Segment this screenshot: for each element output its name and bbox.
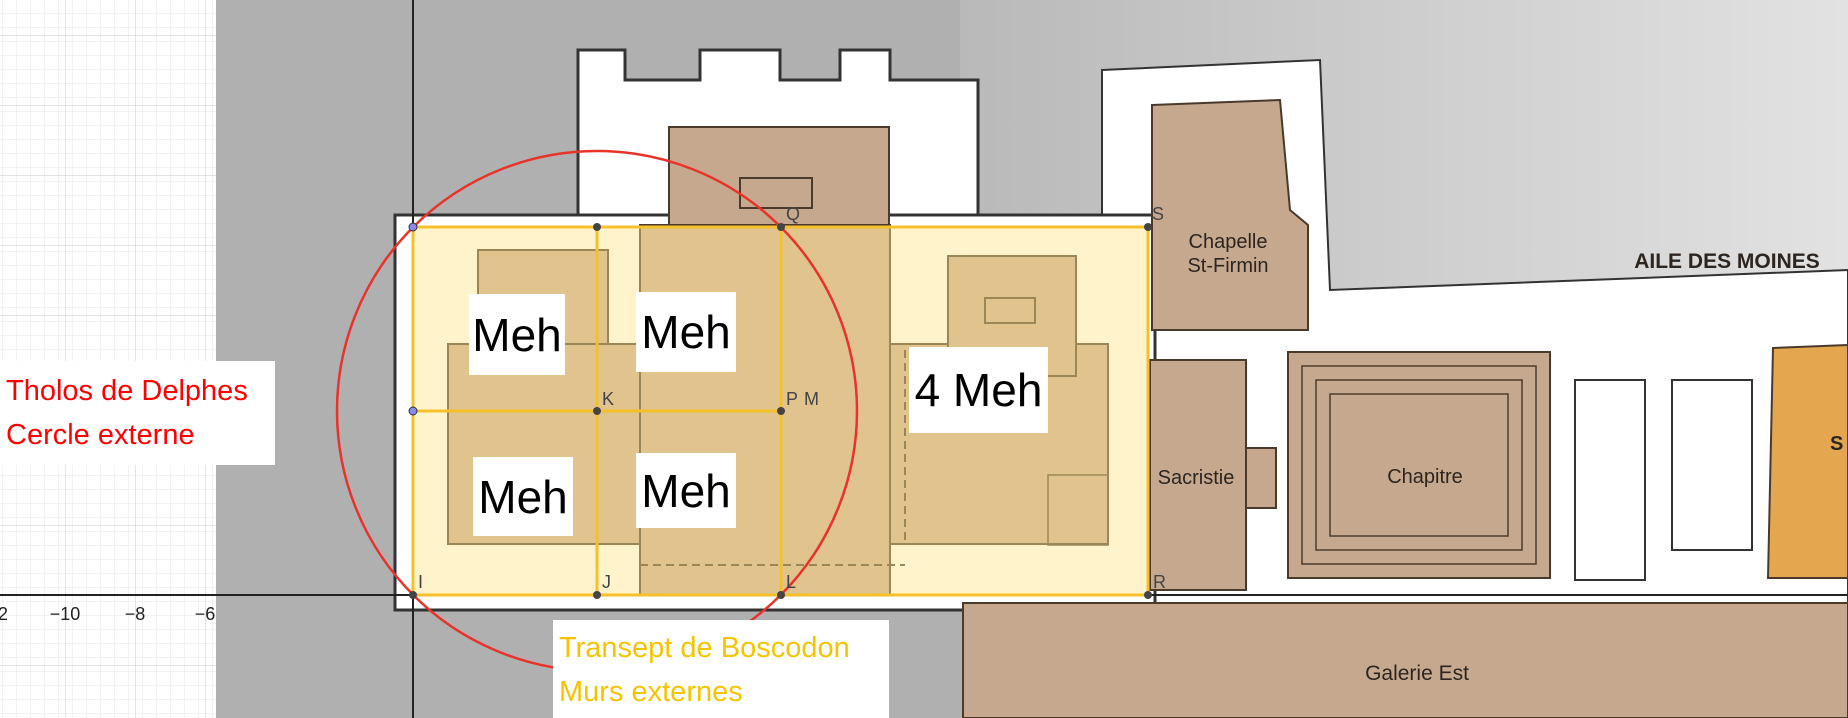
label-galerie-est: Galerie Est (1365, 662, 1469, 685)
floor-plan-image: Chapelle St-Firmin AILE DES MOINES Sacri… (216, 0, 1848, 718)
tholos-title: Tholos de Delphes (6, 375, 248, 407)
tick-label: −10 (50, 604, 81, 624)
grid-major (0, 0, 216, 718)
label-chapelle: Chapelle (1189, 231, 1268, 253)
point-k[interactable] (593, 407, 601, 415)
area-label: Meh (473, 457, 573, 536)
tick-label: −8 (125, 604, 146, 624)
point-label-k: K (602, 389, 614, 409)
point-s[interactable] (1144, 223, 1152, 231)
point[interactable] (593, 223, 601, 231)
point-label-q: Q (786, 204, 800, 224)
point-label-s: S (1152, 204, 1164, 224)
label-cut-s: S (1830, 433, 1843, 455)
area-label-4-meh: 4 Meh (909, 347, 1048, 433)
label-st-firmin: St-Firmin (1187, 255, 1268, 277)
point-l[interactable] (777, 591, 785, 599)
point-free[interactable] (408, 222, 418, 232)
area-label: Meh (469, 294, 565, 375)
point-label-i: I (418, 572, 423, 592)
point-i[interactable] (409, 591, 417, 599)
label-sacristie: Sacristie (1158, 467, 1235, 489)
label-chapitre: Chapitre (1387, 466, 1463, 488)
point-q[interactable] (777, 223, 785, 231)
point-r[interactable] (1144, 591, 1152, 599)
tholos-caption: Tholos de Delphes Cercle externe (0, 361, 275, 465)
point-p-m[interactable] (777, 407, 785, 415)
tick-label: −6 (195, 604, 216, 624)
point-label-m: M (804, 389, 819, 409)
transept-title: Transept de Boscodon (559, 632, 850, 664)
tholos-subtitle: Cercle externe (6, 419, 195, 451)
tick-label: 2 (0, 604, 8, 624)
point-label-r: R (1153, 572, 1166, 592)
area-label: Meh (636, 292, 736, 372)
area-label: Meh (636, 453, 736, 528)
point-free[interactable] (408, 406, 418, 416)
label-aile-des-moines: AILE DES MOINES (1634, 250, 1820, 273)
transept-subtitle: Murs externes (559, 676, 743, 708)
point-j[interactable] (593, 591, 601, 599)
point-label-p: P (786, 389, 798, 409)
point-label-l: L (786, 572, 796, 592)
transept-caption: Transept de Boscodon Murs externes (553, 620, 889, 718)
point-label-j: J (602, 572, 611, 592)
